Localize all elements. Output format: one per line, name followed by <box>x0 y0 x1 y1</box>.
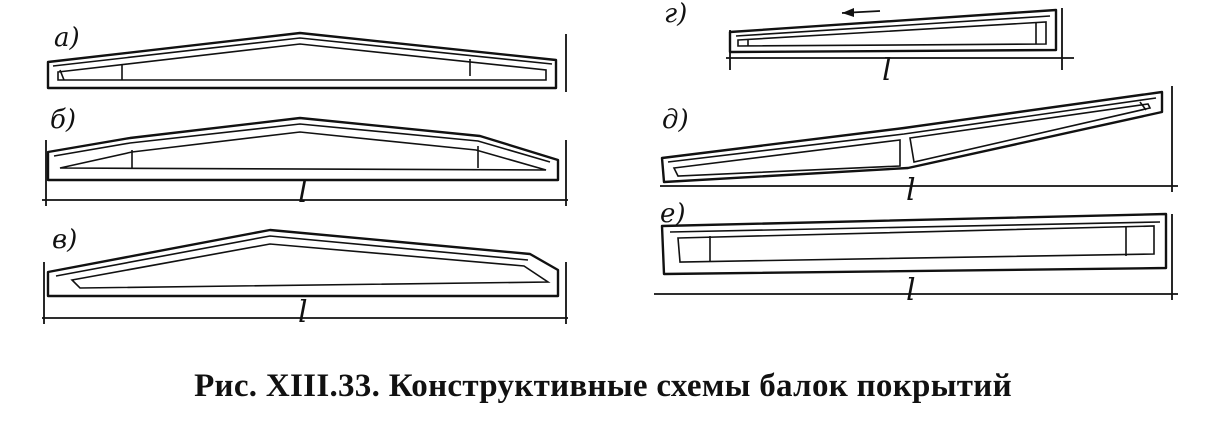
scheme-v: в) l <box>42 225 568 330</box>
scheme-a: а) <box>46 23 567 92</box>
scheme-d-top-chord <box>667 97 1157 163</box>
scheme-d-label: д) <box>662 105 689 135</box>
scheme-a-label: а) <box>54 23 80 53</box>
scheme-b-inner-opening <box>59 131 547 171</box>
scheme-a-top-chord <box>52 37 553 67</box>
scheme-v-outline <box>46 228 560 298</box>
scheme-g-top-chord <box>735 15 1051 37</box>
scheme-e-top-chord <box>669 221 1161 233</box>
scheme-e-inner-opening <box>677 225 1155 263</box>
scheme-e-label: е) <box>660 199 686 229</box>
scheme-d-outline <box>660 90 1164 184</box>
scheme-v-inner-opening <box>70 243 551 289</box>
scheme-g-arrow-head <box>842 8 854 17</box>
scheme-g: г) l <box>664 0 1074 88</box>
scheme-e: е) l <box>654 199 1178 308</box>
scheme-a-outline <box>46 31 558 90</box>
scheme-d-dimension-label: l <box>906 173 916 208</box>
scheme-e-outline <box>660 212 1168 276</box>
scheme-e-dimension-label: l <box>906 273 916 308</box>
scheme-b-label: б) <box>50 105 76 135</box>
scheme-g-dimension-label: l <box>882 53 892 88</box>
scheme-g-inner-opening <box>737 21 1047 47</box>
scheme-d-end-hatch <box>1139 101 1147 111</box>
scheme-b-outline <box>46 116 560 182</box>
scheme-g-label: г) <box>664 0 687 29</box>
scheme-d-right-opening <box>909 103 1152 163</box>
scheme-a-inner-opening <box>57 43 547 81</box>
figure-caption: Рис. XIII.33. Конструктивные схемы балок… <box>194 368 1012 404</box>
scheme-v-top-chord <box>55 235 529 277</box>
scheme-a-end-hatch <box>59 69 65 81</box>
scheme-v-label: в) <box>52 225 77 255</box>
scheme-d-left-opening <box>672 139 901 177</box>
scheme-d: д) l <box>660 86 1178 208</box>
scheme-b-top-chord <box>53 123 551 163</box>
scheme-b-dimension-label: l <box>298 175 308 210</box>
scheme-b: б) l <box>42 105 568 210</box>
scheme-v-dimension-label: l <box>298 295 308 330</box>
